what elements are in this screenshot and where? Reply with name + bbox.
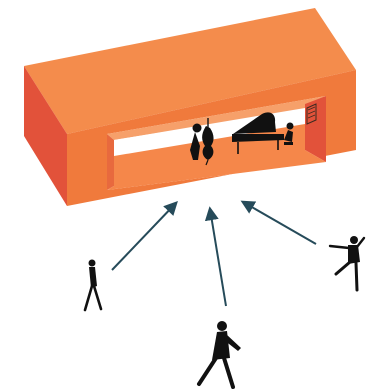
piano-bench bbox=[284, 142, 293, 145]
viewer-bottom-leg-front bbox=[224, 358, 233, 387]
viewer-left-body bbox=[89, 267, 97, 288]
viewer-right-leg-stand bbox=[356, 263, 357, 290]
viewer-left-leg-front bbox=[94, 286, 101, 309]
viewer-left-leg-back bbox=[85, 286, 92, 310]
viewer-bottom-leg-back bbox=[199, 358, 216, 384]
arrow-right bbox=[243, 202, 316, 244]
stage-box bbox=[24, 8, 356, 206]
viewer-bottom-head bbox=[217, 321, 227, 331]
viewer-right-leg-kick bbox=[336, 262, 350, 274]
viewer-right-arm-out bbox=[330, 246, 349, 248]
pianist-head bbox=[287, 123, 294, 130]
viewer-right bbox=[330, 236, 364, 290]
viewer-right-head bbox=[350, 236, 358, 244]
arrow-bottom bbox=[210, 209, 226, 306]
viewer-left-head bbox=[89, 260, 96, 267]
viewer-right-arm-up bbox=[357, 238, 364, 247]
cello-player-head bbox=[193, 124, 201, 132]
arrow-left bbox=[112, 203, 176, 270]
viewing-arrows bbox=[112, 202, 316, 306]
opening-left-wall bbox=[107, 134, 114, 190]
viewer-bottom bbox=[199, 321, 241, 387]
viewer-left bbox=[85, 260, 101, 311]
